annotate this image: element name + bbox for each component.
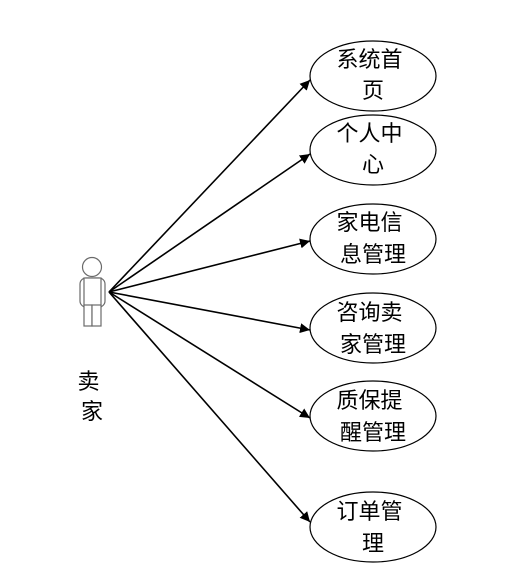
actor-label-line-2: 家 bbox=[81, 400, 103, 425]
use-case-ellipse bbox=[309, 203, 437, 275]
association-arrow-personal-center bbox=[108, 153, 311, 293]
use-case-order-management: 订单管 理 bbox=[309, 491, 437, 563]
use-case-label: 质保提 醒管理 bbox=[336, 389, 409, 446]
use-case-label: 家电信 息管理 bbox=[336, 211, 409, 268]
association-arrow-consult-seller bbox=[108, 291, 311, 334]
association-arrow-appliance-info bbox=[108, 238, 311, 293]
actor-right-leg bbox=[91, 304, 102, 327]
actor-figure bbox=[79, 256, 106, 327]
use-case-ellipse bbox=[309, 114, 437, 186]
association-arrow-order-management bbox=[108, 291, 311, 523]
use-case-personal-center: 个人中 心 bbox=[309, 114, 437, 186]
actor-label-line-1: 卖 bbox=[77, 370, 99, 395]
actor-left-leg bbox=[83, 304, 93, 327]
use-case-ellipse bbox=[309, 40, 437, 112]
use-case-ellipse bbox=[309, 380, 437, 452]
use-case-appliance-info-management: 家电信 息管理 bbox=[309, 203, 437, 275]
use-case-label: 系统首 页 bbox=[336, 48, 409, 104]
associations bbox=[108, 79, 311, 523]
use-case-label: 咨询卖 家管理 bbox=[336, 301, 409, 358]
actor-label: 卖 家 bbox=[77, 370, 106, 425]
use-case-label: 订单管 理 bbox=[336, 500, 409, 557]
association-arrow-homepage bbox=[108, 79, 311, 293]
use-case-consult-seller-management: 咨询卖 家管理 bbox=[309, 292, 437, 364]
use-case-ellipse bbox=[309, 491, 437, 563]
association-arrow-warranty-reminder bbox=[108, 291, 311, 419]
use-case-ellipse bbox=[309, 292, 437, 364]
use-case-warranty-reminder-management: 质保提 醒管理 bbox=[309, 380, 437, 452]
use-case-label: 个人中 心 bbox=[336, 122, 409, 178]
use-case-homepage: 系统首 页 bbox=[309, 40, 437, 112]
actor-head bbox=[81, 256, 103, 278]
actor-torso bbox=[83, 277, 102, 308]
